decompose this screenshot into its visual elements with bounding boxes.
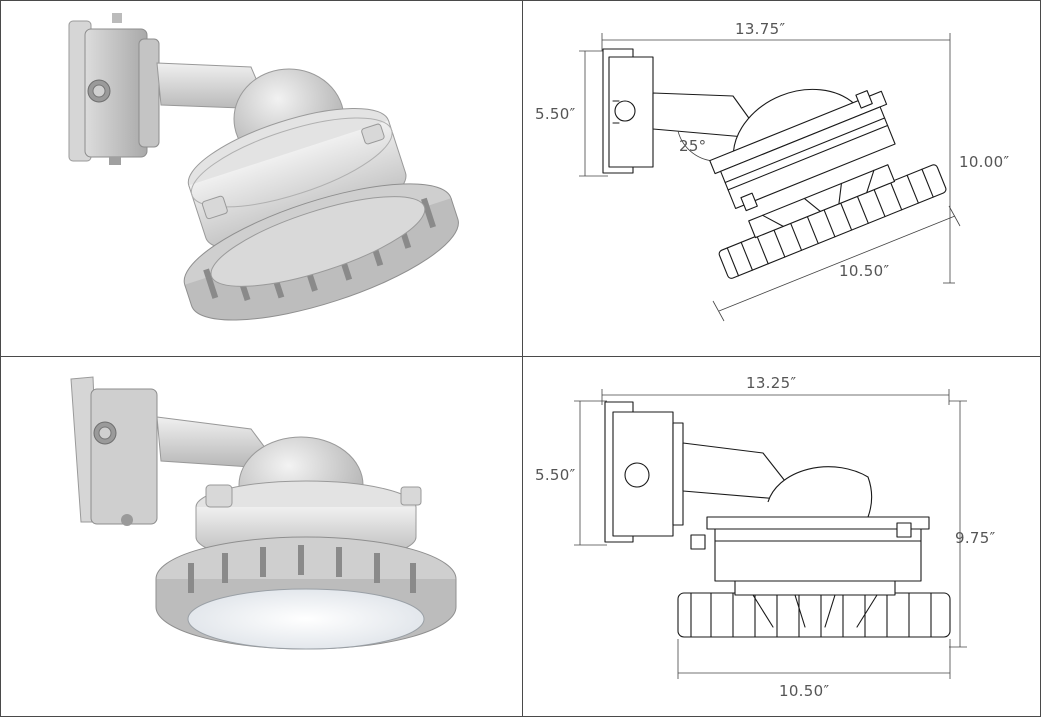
lens-diameter-dimension: 10.50″ xyxy=(712,205,961,322)
housing-outline xyxy=(690,466,930,582)
dimension-drawing-angled: 13.75″ 5.50″ 10.00″ 25° xyxy=(523,1,1040,355)
lens-diameter-label: 10.50″ xyxy=(839,262,889,280)
lens-diameter-label: 10.50″ xyxy=(779,682,829,700)
tilt-angle: 25° xyxy=(677,130,719,162)
overall-width-label: 13.75″ xyxy=(735,20,785,38)
product-photo-angled xyxy=(1,1,521,355)
junction-box xyxy=(68,13,160,165)
box-height-label: 5.50″ xyxy=(535,105,576,123)
heatsink-ring xyxy=(155,536,457,650)
housing-outline xyxy=(709,88,896,212)
overall-height-dimension: 10.00″ xyxy=(943,51,1009,284)
heatsink-ring xyxy=(183,183,459,321)
box-height-dimension: 5.50″ xyxy=(535,400,607,546)
product-photo-straight xyxy=(1,357,521,716)
overall-height-label: 9.75″ xyxy=(955,529,996,547)
box-height-dimension: 5.50″ xyxy=(535,50,608,177)
arm-outline xyxy=(682,442,786,500)
angled-fixture-render xyxy=(68,13,459,321)
lens xyxy=(187,588,425,650)
arm-outline xyxy=(652,92,752,138)
junction-box-outline xyxy=(602,48,654,174)
overall-height-label: 10.00″ xyxy=(959,153,1009,171)
lens-diameter-dimension: 10.50″ xyxy=(677,639,951,700)
overall-height-dimension: 9.75″ xyxy=(949,400,996,648)
heatsink-outline xyxy=(677,580,951,638)
overall-width-label: 13.25″ xyxy=(746,374,796,392)
junction-box-outline xyxy=(604,401,684,543)
overall-width-dimension: 13.75″ xyxy=(601,20,951,51)
overall-width-dimension: 13.25″ xyxy=(601,374,950,405)
straight-fixture-render xyxy=(70,376,457,650)
dimension-drawing-straight: 13.25″ 5.50″ 9.75″ xyxy=(523,357,1040,716)
junction-box xyxy=(70,376,158,526)
tilt-angle-label: 25° xyxy=(679,137,707,155)
box-height-label: 5.50″ xyxy=(535,466,576,484)
heatsink-outline xyxy=(718,164,947,279)
